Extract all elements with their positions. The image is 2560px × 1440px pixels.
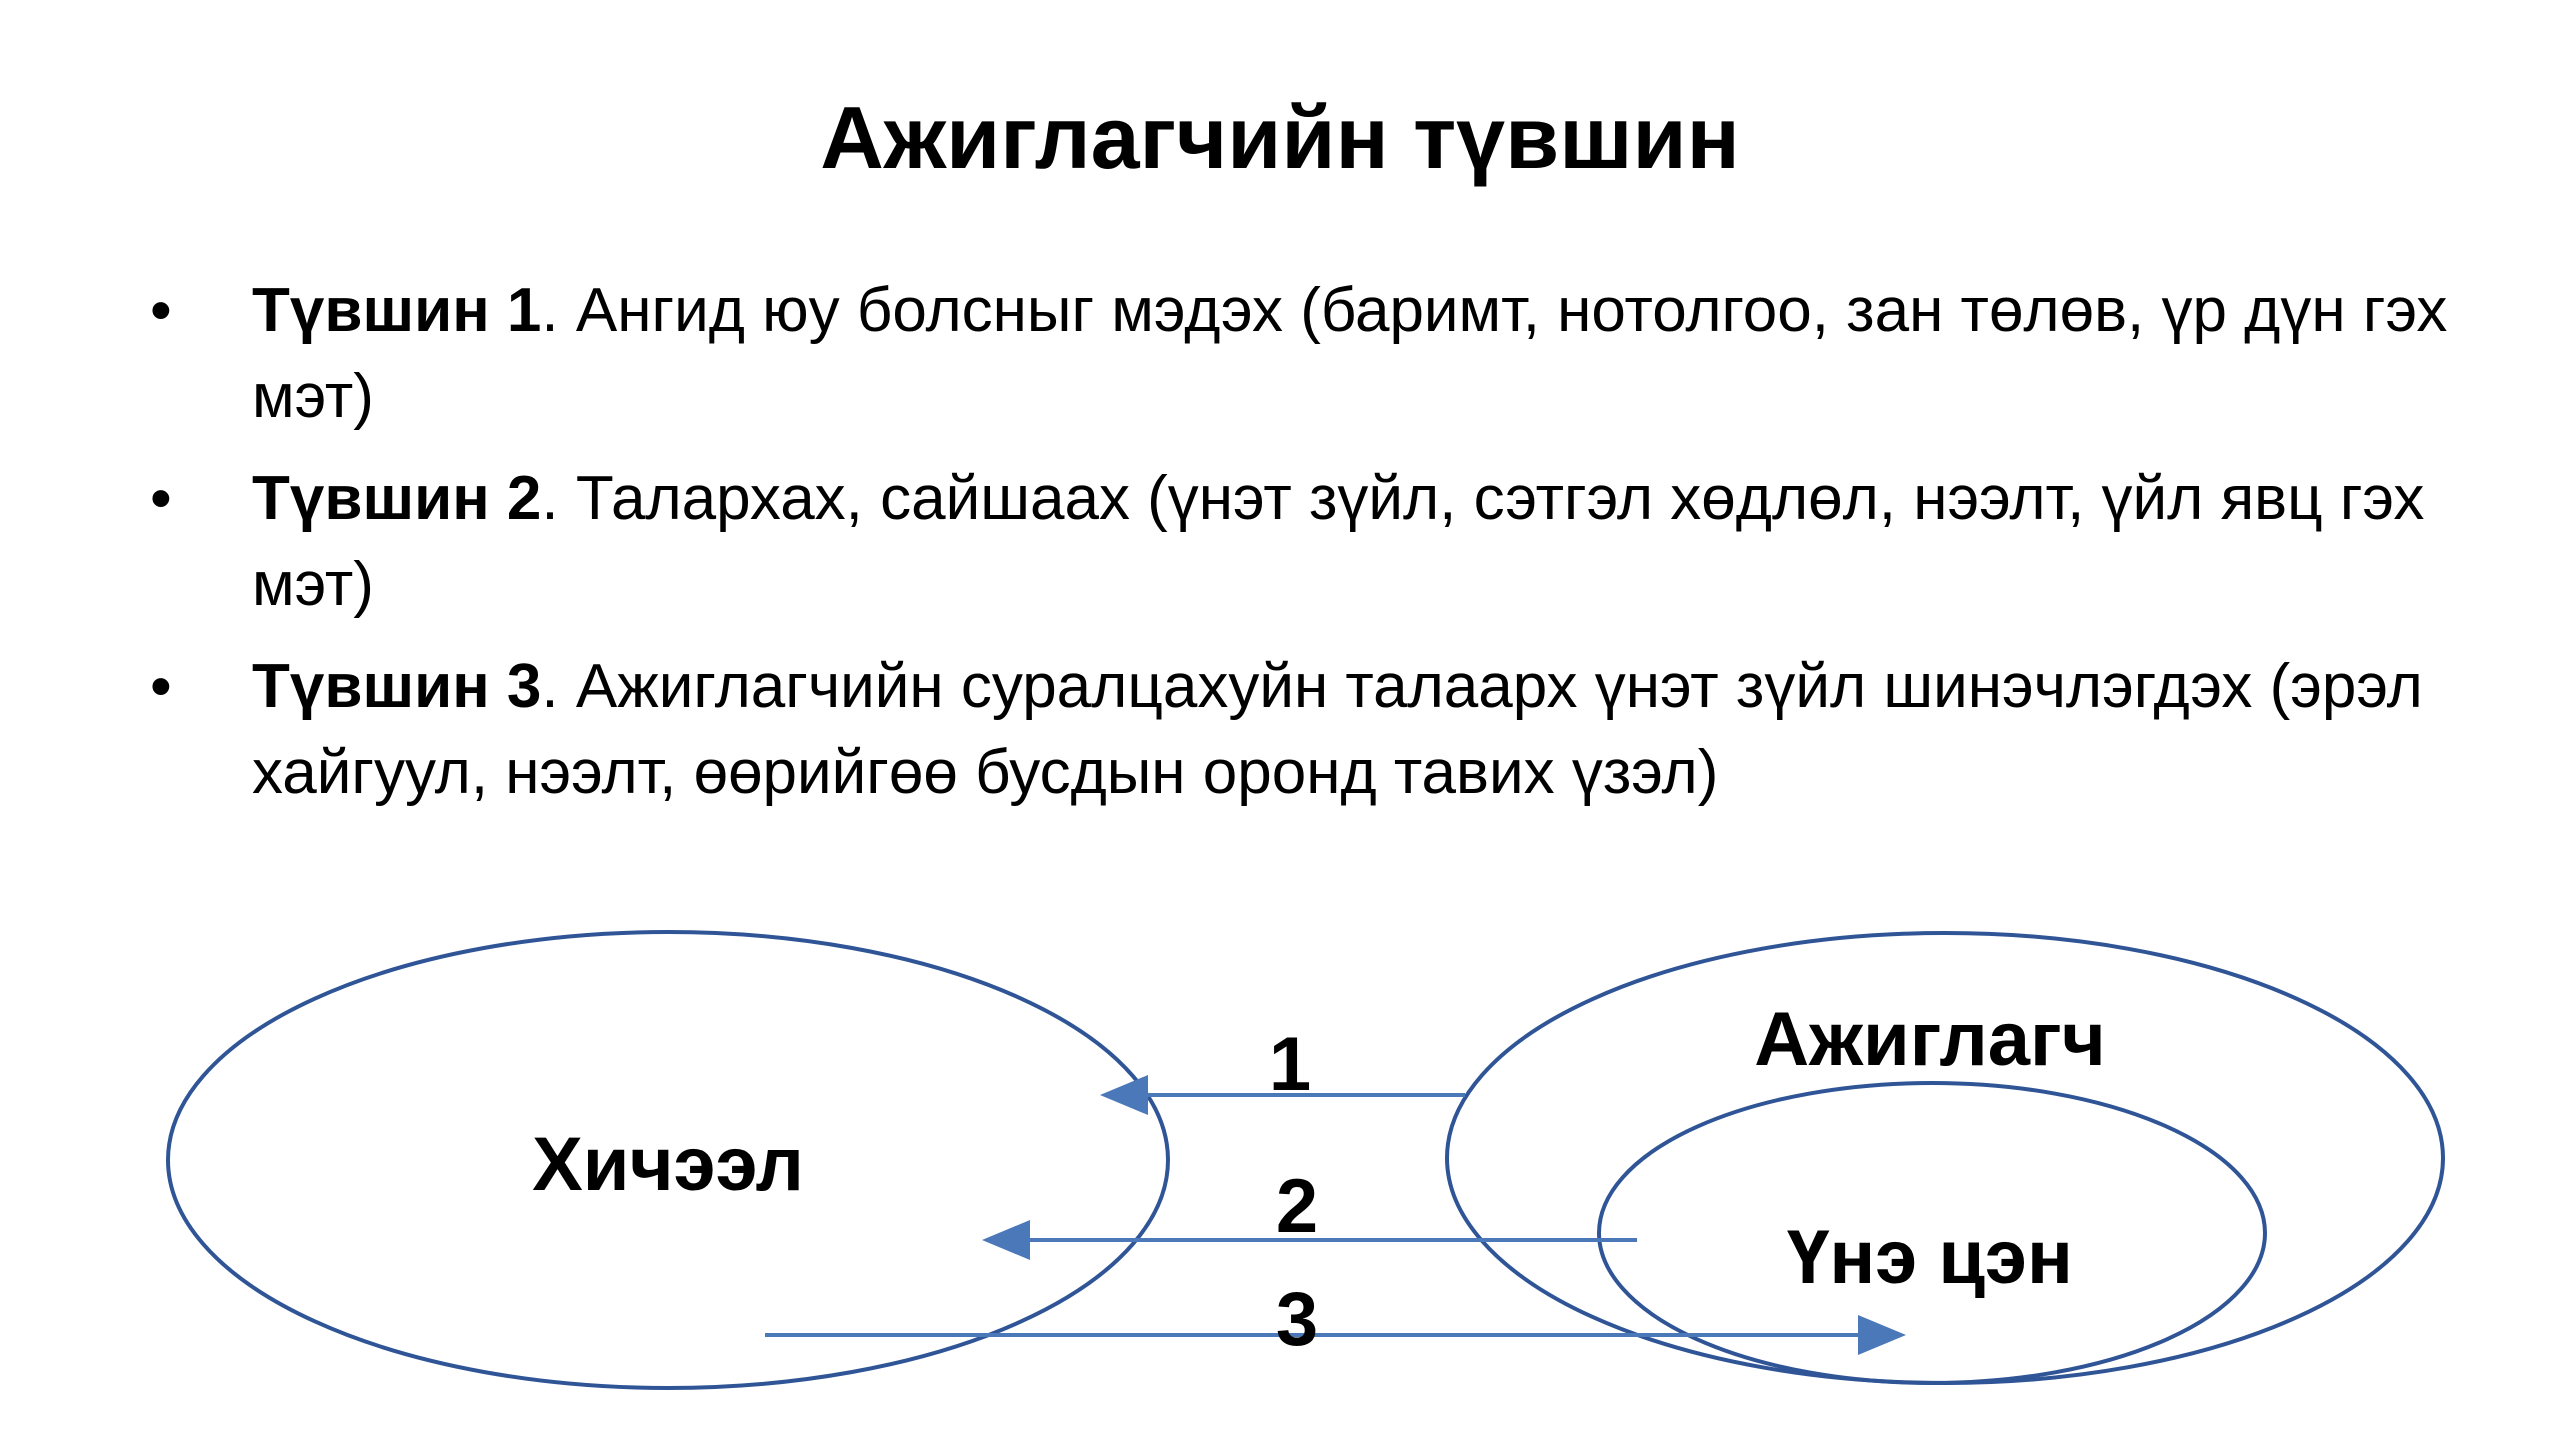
slide-title: Ажиглагчийн түвшин xyxy=(820,88,1740,187)
lesson-ellipse xyxy=(166,930,1170,1390)
lesson-label: Хичээл xyxy=(532,1122,804,1207)
observer-label: Ажиглагч xyxy=(1754,997,2106,1082)
bullet-marker: • xyxy=(150,276,172,345)
arrow-label-2: 2 xyxy=(1276,1164,1318,1249)
bullet-marker: • xyxy=(150,652,172,721)
bullet-marker: • xyxy=(150,464,172,533)
bullet-label: Түвшин 1 xyxy=(252,276,542,345)
bullet-label: Түвшин 3 xyxy=(252,652,542,721)
bullet-item-level-3: • Түвшин 3. Ажиглагчийн суралцахуйн тала… xyxy=(150,644,2450,816)
arrow-label-1: 1 xyxy=(1269,1022,1311,1107)
bullet-text: . Талархах, сайшаах (үнэт зүйл, сэтгэл х… xyxy=(252,464,2425,619)
values-label: Үнэ цэн xyxy=(1787,1215,2073,1300)
bullet-text: . Ангид юу болсныг мэдэх (баримт, нотолг… xyxy=(252,276,2448,431)
bullet-label: Түвшин 2 xyxy=(252,464,542,533)
values-ellipse xyxy=(1597,1081,2267,1385)
bullet-item-level-2: • Түвшин 2. Талархах, сайшаах (үнэт зүйл… xyxy=(150,456,2450,628)
bullet-text: . Ажиглагчийн суралцахуйн талаарх үнэт з… xyxy=(252,652,2423,807)
arrow-label-3: 3 xyxy=(1276,1277,1318,1362)
bullet-item-level-1: • Түвшин 1. Ангид юу болсныг мэдэх (бари… xyxy=(150,268,2450,440)
bullet-list: • Түвшин 1. Ангид юу болсныг мэдэх (бари… xyxy=(150,268,2450,832)
